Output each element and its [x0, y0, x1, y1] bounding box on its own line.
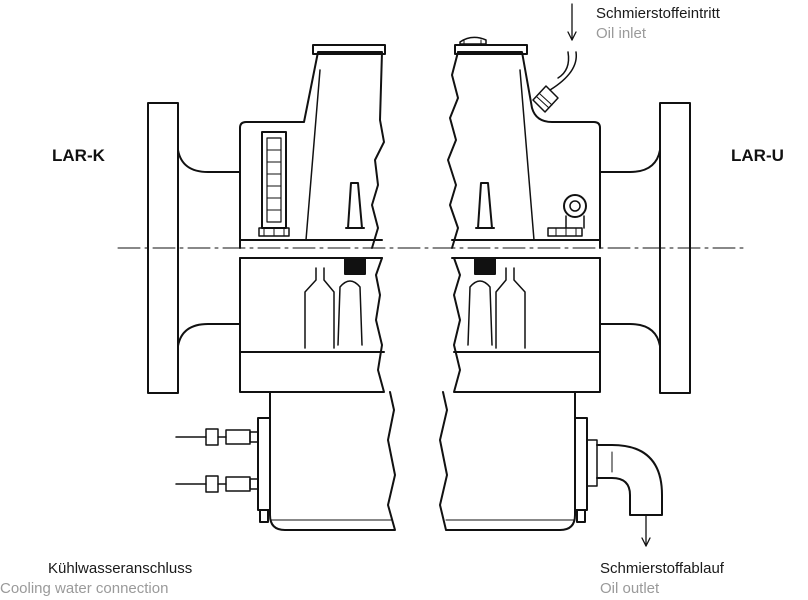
left-bottom-casing [269, 391, 396, 531]
oil-inlet-arrow [567, 3, 577, 41]
oil-outlet-label-en: Oil outlet [600, 580, 660, 597]
oil-inlet-label-de: Schmierstoffeintritt [596, 5, 720, 22]
right-upper-housing [457, 51, 601, 249]
left-top-cap [312, 44, 386, 55]
oil-outlet-elbow [586, 439, 663, 516]
right-pump-half [439, 36, 691, 531]
left-inner-wall [305, 69, 321, 241]
left-cone [347, 182, 363, 229]
oil-inlet-nut [532, 85, 559, 113]
right-top-cap [454, 44, 528, 55]
right-bottom-casing [439, 391, 576, 531]
cooling-water-fittings [175, 428, 259, 493]
right-sight-glass [563, 194, 587, 218]
left-flange [147, 102, 179, 394]
oil-outlet-label-de: Schmierstoffablauf [600, 560, 724, 577]
right-lower-housing [453, 257, 601, 393]
cooling-water-label-en: Cooling water connection [0, 580, 169, 597]
right-inner-wall [519, 69, 535, 241]
left-flange-neck [177, 149, 241, 347]
right-cone [477, 182, 493, 229]
left-upper-housing [239, 51, 385, 249]
model-label-right: LAR-U [731, 146, 784, 165]
oil-inlet-pipe [532, 51, 577, 113]
cooling-water-label-de: Kühlwasseranschluss [48, 560, 193, 577]
model-label-left: LAR-K [52, 146, 105, 165]
oil-outlet-arrow [641, 514, 651, 547]
left-level-gauge [261, 131, 287, 229]
right-flange [659, 102, 691, 394]
left-lower-housing [239, 257, 385, 393]
oil-inlet-label-en: Oil inlet [596, 25, 647, 42]
right-flange-neck [599, 149, 661, 347]
left-pump-half [147, 44, 396, 531]
